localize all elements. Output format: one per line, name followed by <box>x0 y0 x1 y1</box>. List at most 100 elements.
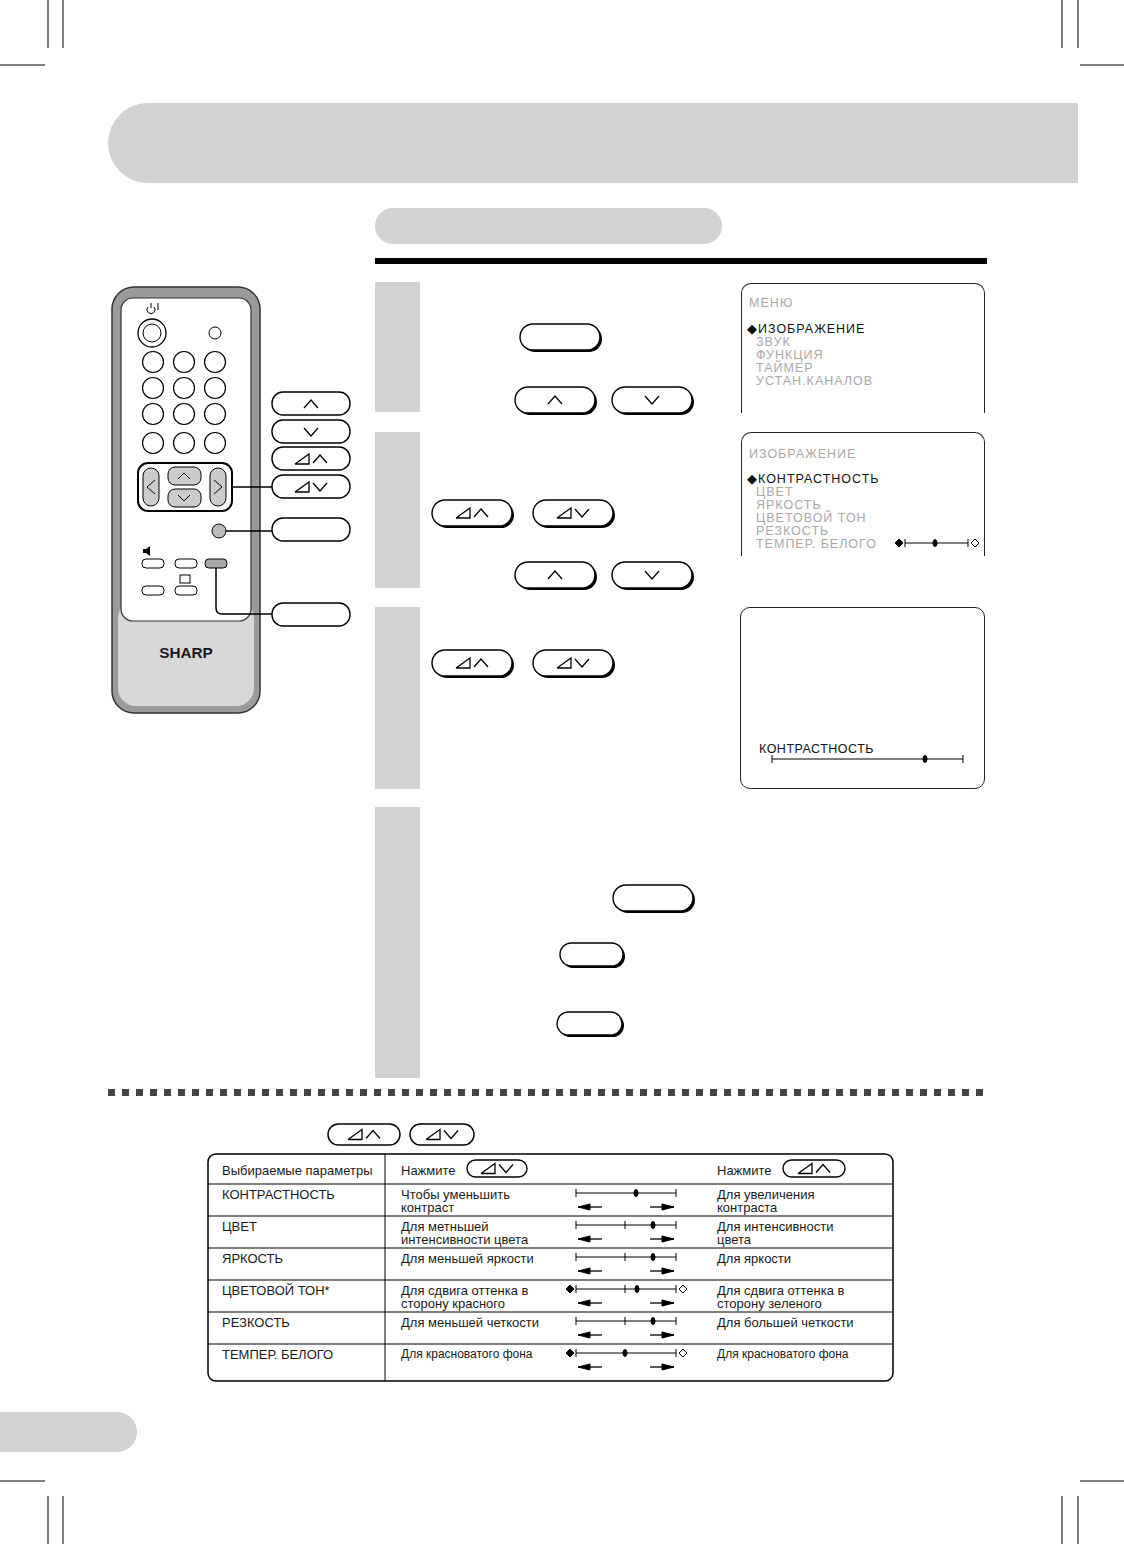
screen-menu-text: ЦВЕТОВОЙ ТОН <box>756 512 867 526</box>
separator-dot <box>836 1089 843 1096</box>
pill-body <box>533 500 613 526</box>
number-button <box>174 378 195 399</box>
pill-body <box>557 1012 622 1035</box>
arrow-right-head <box>662 1300 674 1306</box>
screen-menu-text: ИЗОБРАЖЕНИЕ <box>749 448 856 462</box>
table-row-rule <box>208 1216 893 1217</box>
slider-tick <box>625 1221 626 1229</box>
slider-scale <box>576 1317 676 1338</box>
slider-marker <box>651 1318 655 1325</box>
screen-menu-text: ТЕМПЕР. БЕЛОГО <box>756 538 877 552</box>
button-icon <box>456 658 488 668</box>
arrow-right-head <box>662 1204 674 1210</box>
table-cell: Для большей четкости <box>717 1316 867 1329</box>
separator-dot <box>150 1089 157 1096</box>
screen-menu-text: ◆ИЗОБРАЖЕНИЕ <box>747 323 865 337</box>
separator-dot <box>248 1089 255 1096</box>
subtitle-band <box>375 208 722 244</box>
separator-dot <box>934 1089 941 1096</box>
screen-menu-text: ФУНКЦИЯ <box>756 349 823 363</box>
button-icon <box>348 1130 380 1140</box>
volume-wedge <box>295 454 309 464</box>
crop-mark <box>63 1496 64 1544</box>
crop-mark <box>1080 65 1124 66</box>
callout-pill <box>272 392 350 415</box>
separator-dot <box>920 1089 927 1096</box>
diamond-filled <box>566 1285 574 1293</box>
pill-body <box>432 650 512 676</box>
header-band <box>108 103 1078 183</box>
separator-dot <box>654 1089 661 1096</box>
crop-mark <box>63 0 64 48</box>
separator-dot <box>402 1089 409 1096</box>
pill-body <box>432 500 512 526</box>
remote-outer <box>112 287 260 713</box>
pill-body <box>410 1124 474 1145</box>
table-parameter: ТЕМПЕР. БЕЛОГО <box>222 1348 380 1361</box>
separator-dot <box>640 1089 647 1096</box>
table-parameter: ЦВЕТ <box>222 1220 380 1233</box>
slider-ends <box>576 1189 676 1197</box>
caret-up <box>304 400 318 408</box>
volume-wedge <box>295 482 309 492</box>
arrow-left-head <box>578 1204 590 1210</box>
remote-button-pill <box>410 1124 474 1145</box>
table-cell: Для сдвига оттенка в сторону красного <box>401 1284 541 1310</box>
settings-table <box>208 1154 893 1381</box>
remote-button-pill <box>560 943 625 968</box>
slider-line <box>576 1289 676 1290</box>
number-button <box>143 352 164 373</box>
remote-body: SHARP <box>112 287 260 713</box>
button-icon <box>304 428 318 436</box>
slider-tick <box>625 1317 626 1325</box>
table-row-rule <box>208 1248 893 1249</box>
step-column <box>375 607 420 789</box>
screen-menu-text: ◆КОНТРАСТНОСТЬ <box>747 473 880 487</box>
function-button <box>142 586 164 595</box>
number-button <box>174 404 195 425</box>
remote-control <box>112 287 260 713</box>
separator-dot <box>738 1089 745 1096</box>
diamond-filled <box>895 539 903 547</box>
slider-line <box>576 1321 676 1322</box>
separator-dot <box>794 1089 801 1096</box>
separator-dot <box>234 1089 241 1096</box>
number-button <box>205 433 226 454</box>
arrow-left-head <box>578 1300 590 1306</box>
nav-up <box>168 467 201 485</box>
leader-line <box>226 530 272 532</box>
separator-dot <box>500 1089 507 1096</box>
tv-screen: КОНТРАСТНОСТЬ <box>740 607 985 789</box>
remote-button-pill <box>612 387 694 415</box>
function-button <box>175 586 197 595</box>
table-cell: Для интенсивности цвета <box>717 1220 867 1246</box>
separator-dot <box>612 1089 619 1096</box>
separator-dot <box>948 1089 955 1096</box>
number-button <box>205 352 226 373</box>
remote-button-pill <box>557 1012 624 1037</box>
separator-dot <box>962 1089 969 1096</box>
slider-marker <box>623 1350 627 1357</box>
separator-dot <box>486 1089 493 1096</box>
table-parameter: ЯРКОСТЬ <box>222 1252 380 1265</box>
diamond-filled <box>566 1349 574 1357</box>
crop-mark <box>1062 0 1063 48</box>
table-row-rule <box>208 1312 893 1313</box>
slider-line <box>576 1193 676 1194</box>
button-icon <box>295 482 327 492</box>
menu-screen: ИЗОБРАЖЕНИЕ◆КОНТРАСТНОСТЬЦВЕТЯРКОСТЬЦВЕТ… <box>741 432 985 556</box>
separator-dot <box>304 1089 311 1096</box>
button-icon <box>295 454 327 464</box>
rule-bar <box>375 258 987 264</box>
volume-wedge <box>456 658 470 668</box>
remote-face <box>121 298 251 621</box>
button-icon <box>456 508 488 518</box>
mute-symbol <box>143 546 150 556</box>
remote-button-pill <box>432 650 514 678</box>
slider-scale <box>566 1285 687 1306</box>
table-cell: Для яркости <box>717 1252 867 1265</box>
table-cell: Для меньшей яркости <box>401 1252 541 1265</box>
remote-button-pill <box>533 650 615 678</box>
